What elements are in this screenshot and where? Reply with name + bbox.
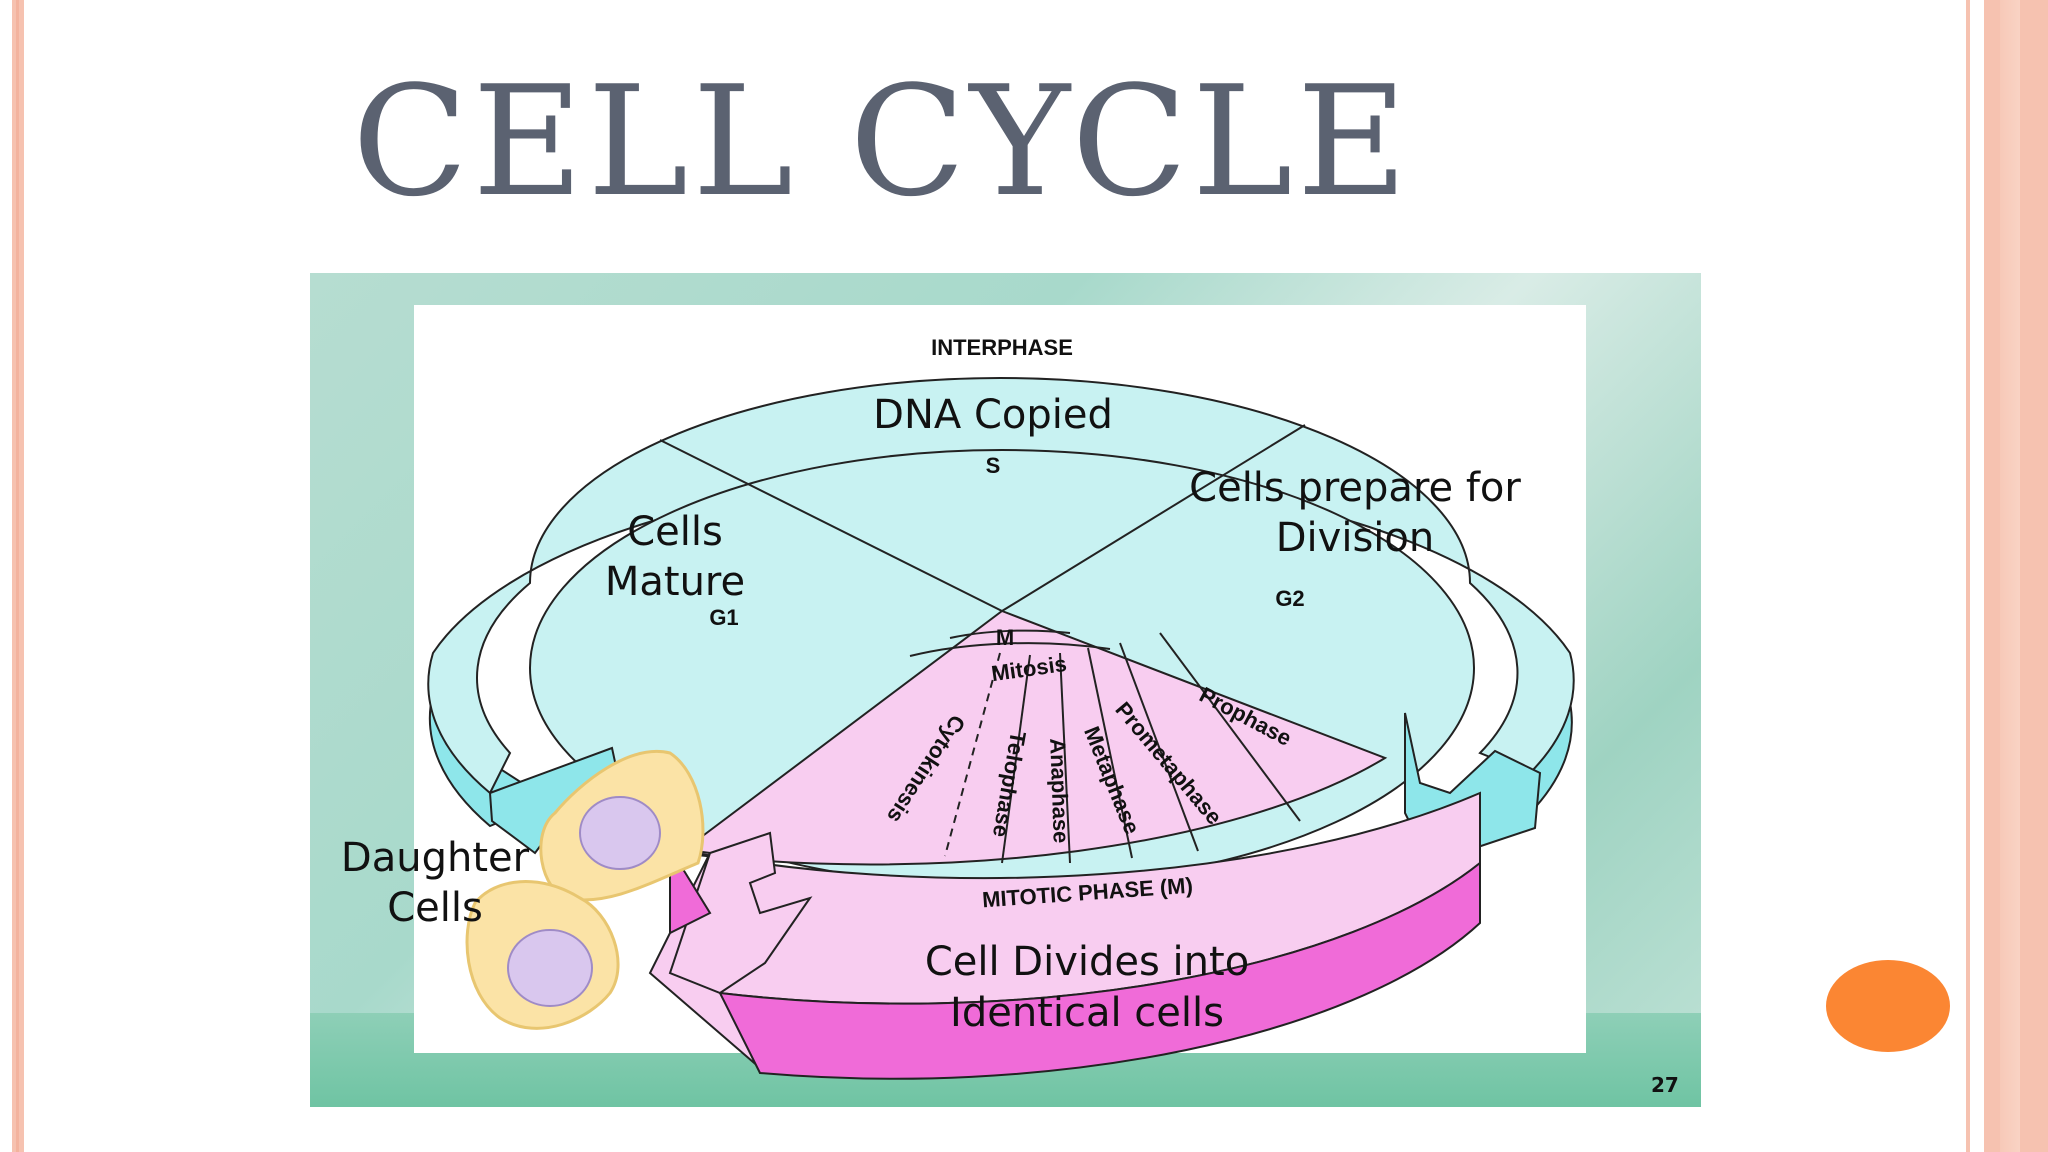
g1-caption-line2: Mature: [605, 559, 745, 605]
interphase-label: INTERPHASE: [931, 335, 1073, 360]
mitotic-arrow-head: [668, 831, 813, 995]
frame-right-stripes: [1960, 0, 2048, 1152]
daughter-cell-top: [539, 750, 705, 902]
stage-anaphase: Anaphase: [1045, 738, 1074, 844]
daughter-cells-line1: Daughter: [341, 835, 530, 881]
cell-cycle-picture: INTERPHASE DNA Copied S Cells Mature G1 …: [310, 273, 1701, 1107]
cell-divides-line2: Identical cells: [950, 990, 1224, 1036]
mitotic-arrow-side: [718, 860, 1481, 1080]
cell-cycle-diagram: INTERPHASE DNA Copied S Cells Mature G1 …: [341, 335, 1575, 1080]
mitosis-arc: [909, 642, 1111, 657]
mitotic-sector: [677, 609, 1388, 866]
g2-caption-line1: Cells prepare for: [1189, 465, 1521, 511]
divider-s-g2: [1001, 424, 1306, 612]
m-arc: [949, 629, 1071, 639]
g2-code: G2: [1275, 586, 1304, 611]
cell-divides-line1: Cell Divides into: [925, 939, 1249, 985]
g1-caption-line1: Cells: [627, 509, 723, 555]
orange-circle-decoration: [1826, 960, 1950, 1052]
slide-title: CELL CYCLE: [352, 53, 1412, 230]
divider-g1-s: [659, 439, 1003, 612]
frame-left-accent: [16, 0, 19, 1152]
page-number: 27: [1651, 1073, 1679, 1097]
g1-code: G1: [709, 605, 738, 630]
daughter-cells-line2: Cells: [387, 885, 483, 931]
m-label: M: [996, 625, 1014, 650]
s-phase-code: S: [986, 453, 1001, 478]
s-phase-caption: DNA Copied: [873, 392, 1113, 438]
daughter-cell-bottom: [465, 880, 620, 1030]
g2-caption-line2: Division: [1276, 515, 1434, 561]
